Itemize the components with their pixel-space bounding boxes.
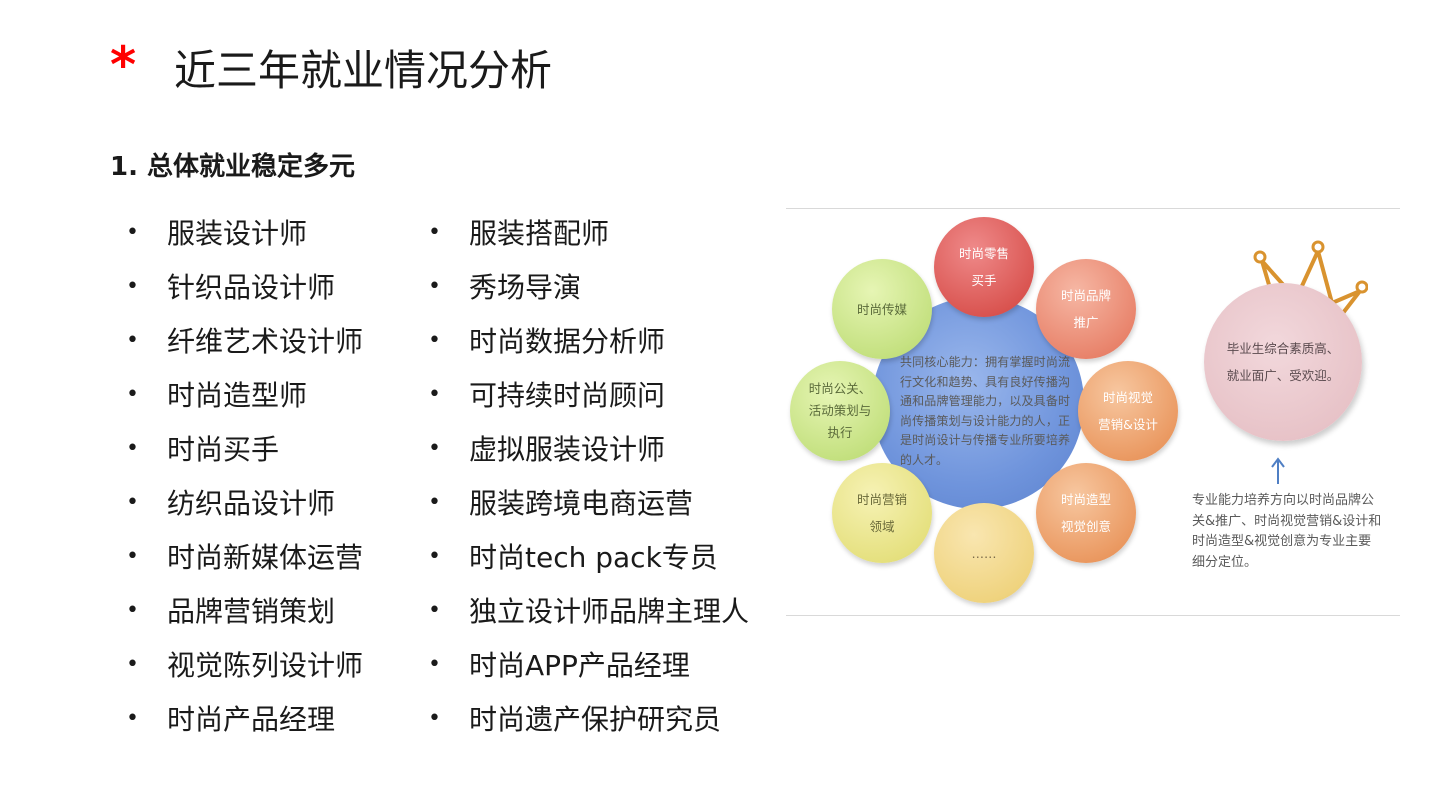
node-marketing: 时尚营销 领域 (832, 463, 932, 563)
list-item: • 时尚遗产保护研究员 (428, 691, 749, 745)
bullet: • (126, 219, 139, 245)
node-styling-creative: 时尚造型 视觉创意 (1036, 463, 1136, 563)
bullet: • (126, 381, 139, 407)
job-title: 可持续时尚顾问 (469, 379, 666, 412)
job-title: 针织品设计师 (167, 271, 336, 304)
job-title: 虚拟服装设计师 (469, 433, 666, 466)
list-item: • 时尚造型师 (126, 367, 363, 421)
bullet: • (126, 705, 139, 731)
bullet: • (126, 597, 139, 623)
node-media: 时尚传媒 (832, 259, 932, 359)
node-brand-promotion: 时尚品牌 推广 (1036, 259, 1136, 359)
list-item: • 纺织品设计师 (126, 475, 363, 529)
bullet: • (126, 435, 139, 461)
job-title: 时尚APP产品经理 (469, 649, 690, 682)
job-title: 独立设计师品牌主理人 (469, 595, 750, 628)
node-pr-events: 时尚公关、 活动策划与 执行 (790, 361, 890, 461)
job-title: 纺织品设计师 (167, 487, 336, 520)
bullet: • (126, 273, 139, 299)
bullet: • (428, 543, 441, 569)
core-ability-text: 共同核心能力：拥有掌握时尚流行文化和趋势、具有良好传播沟通和品牌管理能力，以及具… (900, 355, 1070, 467)
job-list-column-1: • 服装设计师 • 针织品设计师 • 纤维艺术设计师 • 时尚造型师 • 时尚买手 • 纺织… (126, 205, 363, 745)
arrow-up-icon (1271, 457, 1285, 484)
job-title: 时尚新媒体运营 (167, 541, 364, 574)
list-item: • 服装设计师 (126, 205, 363, 259)
bullet: • (428, 597, 441, 623)
job-title: 时尚遗产保护研究员 (469, 703, 722, 736)
title-marker-asterisk: * (110, 36, 137, 94)
list-item: • 时尚tech pack专员 (428, 529, 749, 583)
job-title: 秀场导演 (469, 271, 582, 304)
section-subtitle: 1. 总体就业稳定多元 (110, 152, 356, 182)
list-item: • 时尚产品经理 (126, 691, 363, 745)
list-item: • 纤维艺术设计师 (126, 313, 363, 367)
bullet: • (428, 273, 441, 299)
list-item: • 时尚新媒体运营 (126, 529, 363, 583)
graduate-quality-circle: 毕业生综合素质高、 就业面广、受欢迎。 (1204, 283, 1362, 441)
list-item: • 针织品设计师 (126, 259, 363, 313)
bullet: • (126, 489, 139, 515)
job-list-column-2: •服装搭配师 •秀场导演 •时尚数据分析师 •可持续时尚顾问 •虚拟服装设计师 … (428, 205, 749, 745)
job-title: 时尚产品经理 (167, 703, 336, 736)
list-item: • 时尚买手 (126, 421, 363, 475)
job-title: 时尚tech pack专员 (469, 541, 718, 574)
node-retail-buyer: 时尚零售 买手 (934, 217, 1034, 317)
career-diagram: 共同核心能力：拥有掌握时尚流行文化和趋势、具有良好传播沟通和品牌管理能力，以及具… (786, 208, 1400, 616)
job-title: 服装搭配师 (469, 217, 610, 250)
bullet: • (428, 489, 441, 515)
node-visual-marketing: 时尚视觉 营销&设计 (1078, 361, 1178, 461)
list-item: • 秀场导演 (428, 259, 749, 313)
list-item: • 品牌营销策划 (126, 583, 363, 637)
bullet: • (428, 651, 441, 677)
list-item: • 时尚数据分析师 (428, 313, 749, 367)
bullet: • (428, 705, 441, 731)
bullet: • (126, 327, 139, 353)
bullet: • (428, 219, 441, 245)
job-title: 时尚买手 (167, 433, 280, 466)
job-title: 纤维艺术设计师 (167, 325, 364, 358)
slide-title: 近三年就业情况分析 (174, 46, 553, 95)
list-item: • 可持续时尚顾问 (428, 367, 749, 421)
node-more: …… (934, 503, 1034, 603)
list-item: • 虚拟服装设计师 (428, 421, 749, 475)
specialization-note: 专业能力培养方向以时尚品牌公关&推广、时尚视觉营销&设计和时尚造型&视觉创意为专… (1192, 493, 1382, 570)
bullet: • (428, 435, 441, 461)
job-title: 服装设计师 (167, 217, 308, 250)
job-title: 品牌营销策划 (167, 595, 336, 628)
bullet: • (428, 381, 441, 407)
list-item: • 视觉陈列设计师 (126, 637, 363, 691)
bullet: • (126, 651, 139, 677)
list-item: • 独立设计师品牌主理人 (428, 583, 749, 637)
job-title: 时尚数据分析师 (469, 325, 666, 358)
bullet: • (126, 543, 139, 569)
bullet: • (428, 327, 441, 353)
list-item: • 时尚APP产品经理 (428, 637, 749, 691)
job-title: 视觉陈列设计师 (167, 649, 364, 682)
list-item: • 服装跨境电商运营 (428, 475, 749, 529)
list-item: • 服装搭配师 (428, 205, 749, 259)
job-title: 时尚造型师 (167, 379, 308, 412)
job-title: 服装跨境电商运营 (469, 487, 694, 520)
